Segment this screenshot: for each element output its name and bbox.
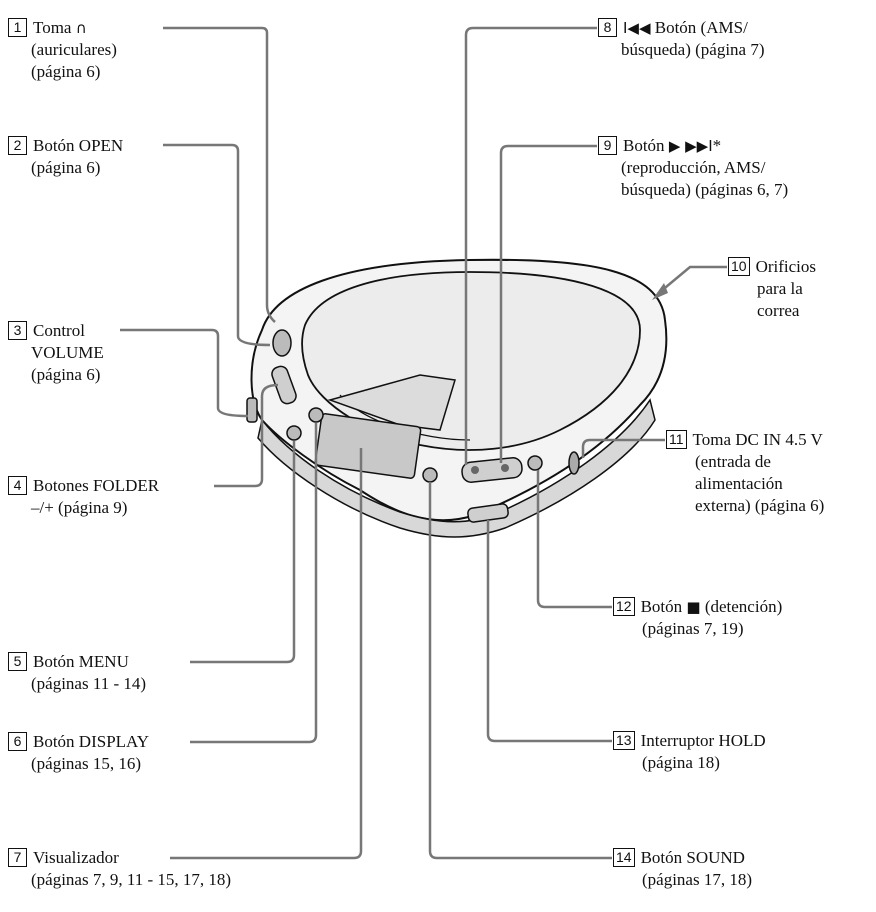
previous-track-icon: I◀◀ (623, 19, 651, 37)
callout-text: Visualizador (33, 848, 119, 867)
callout-13: 13 Interruptor HOLD (página 18) (613, 730, 766, 774)
callout-number: 9 (598, 136, 617, 155)
callout-text: (página 6) (31, 158, 101, 177)
leader-7 (170, 448, 363, 860)
callout-number: 1 (8, 18, 27, 37)
callout-number: 7 (8, 848, 27, 867)
callout-text: (entrada de (695, 452, 771, 471)
asterisk-note: * (712, 136, 722, 155)
callout-text: Botón MENU (33, 652, 129, 671)
callout-8: 8 I◀◀ Botón (AMS/ búsqueda) (página 7) (598, 17, 765, 61)
leader-9 (499, 144, 597, 463)
leader-10 (659, 265, 727, 293)
play-next-icon: ▶ ▶▶I (668, 137, 713, 155)
callout-text: VOLUME (31, 343, 104, 362)
callout-4: 4 Botones FOLDER –/+ (página 9) (8, 475, 159, 519)
callout-3: 3 Control VOLUME (página 6) (8, 320, 104, 386)
leader-11 (581, 438, 665, 458)
folder-buttons-shape (271, 365, 297, 405)
callout-number: 5 (8, 652, 27, 671)
leader-6 (190, 423, 318, 744)
callout-2: 2 Botón OPEN (página 6) (8, 135, 123, 179)
sound-button-shape (422, 467, 438, 483)
callout-text: Toma DC IN 4.5 V (692, 430, 823, 449)
leader-14 (428, 482, 612, 860)
leader-2 (163, 143, 271, 347)
callout-11: 11 Toma DC IN 4.5 V (entrada de alimentac… (666, 429, 824, 517)
leader-5 (190, 441, 296, 664)
callout-12: 12 Botón ■ (detención) (páginas 7, 19) (613, 596, 782, 640)
arrow-10 (652, 283, 668, 300)
callout-6: 6 Botón DISPLAY (páginas 15, 16) (8, 731, 149, 775)
stop-icon: ■ (686, 598, 701, 616)
callout-text: (páginas 11 - 14) (31, 674, 147, 693)
callout-9: 9 Botón ▶ ▶▶I* (reproducción, AMS/ búsque… (598, 135, 788, 201)
callout-7: 7 Visualizador (páginas 7, 9, 11 - 15, 17… (8, 847, 231, 891)
callout-text: Botón SOUND (640, 848, 745, 867)
leader-1 (163, 26, 276, 323)
menu-button-shape (286, 425, 302, 441)
stop-button-shape (527, 455, 543, 471)
callout-text: (reproducción, AMS/ (621, 158, 766, 177)
callout-text: (páginas 15, 16) (31, 754, 142, 773)
callout-5: 5 Botón MENU (páginas 11 - 14) (8, 651, 146, 695)
dc-jack-shape (568, 451, 580, 475)
callout-14: 14 Botón SOUND (páginas 17, 18) (613, 847, 752, 891)
callout-number: 4 (8, 476, 27, 495)
callout-number: 3 (8, 321, 27, 340)
callout-number: 12 (613, 597, 635, 616)
callout-number: 2 (8, 136, 27, 155)
callout-text: Botón OPEN (33, 136, 124, 155)
callout-text: búsqueda) (página 7) (621, 40, 765, 59)
callout-text: externa) (página 6) (695, 496, 825, 515)
leader-12 (536, 470, 612, 609)
callout-10: 10 Orificios para la correa (728, 256, 816, 322)
ams-buttons-shape (461, 457, 523, 483)
callout-text: (detención) (704, 597, 783, 616)
headphones-icon: ∩ (75, 19, 87, 37)
callout-text: para la (757, 279, 803, 298)
callout-text: Botón (AMS/ (654, 18, 748, 37)
callout-text: (página 6) (31, 365, 101, 384)
hold-switch-shape (467, 503, 509, 523)
leader-13 (486, 520, 612, 743)
callout-text: Control (33, 321, 85, 340)
leader-4 (214, 383, 279, 488)
player-side (257, 398, 656, 538)
callout-text: Botones FOLDER (33, 476, 160, 495)
callout-text: Interruptor HOLD (640, 731, 766, 750)
leader-3 (120, 328, 249, 418)
callout-1: 1 Toma ∩ (auriculares) (página 6) (8, 17, 117, 83)
callout-text: –/+ (página 9) (31, 498, 128, 517)
callout-text: Botón (640, 597, 683, 616)
callout-text: Toma (33, 18, 72, 37)
open-button-shape (272, 329, 292, 357)
callout-text: correa (757, 301, 800, 320)
callout-number: 6 (8, 732, 27, 751)
callout-number: 14 (613, 848, 635, 867)
display-window (314, 413, 422, 479)
callout-number: 10 (728, 257, 750, 276)
callout-text: (páginas 17, 18) (642, 870, 753, 889)
callout-text: (páginas 7, 19) (642, 619, 744, 638)
callout-text: Orificios (755, 257, 817, 276)
callout-number: 8 (598, 18, 617, 37)
leader-8 (464, 26, 597, 465)
callout-number: 13 (613, 731, 635, 750)
callout-text: (página 6) (31, 62, 101, 81)
display-button-shape (308, 407, 324, 423)
callout-text: alimentación (695, 474, 783, 493)
leader-lines (120, 26, 727, 860)
volume-control-shape (246, 397, 258, 423)
callout-text: (página 18) (642, 753, 720, 772)
display-bump (327, 374, 456, 431)
callout-text: (páginas 7, 9, 11 - 15, 17, 18) (31, 870, 232, 889)
callout-text: Botón DISPLAY (33, 732, 150, 751)
callout-number: 11 (666, 430, 687, 449)
callout-text: (auriculares) (31, 40, 117, 59)
callout-text: Botón (623, 136, 665, 155)
callout-text: búsqueda) (páginas 6, 7) (621, 180, 789, 199)
